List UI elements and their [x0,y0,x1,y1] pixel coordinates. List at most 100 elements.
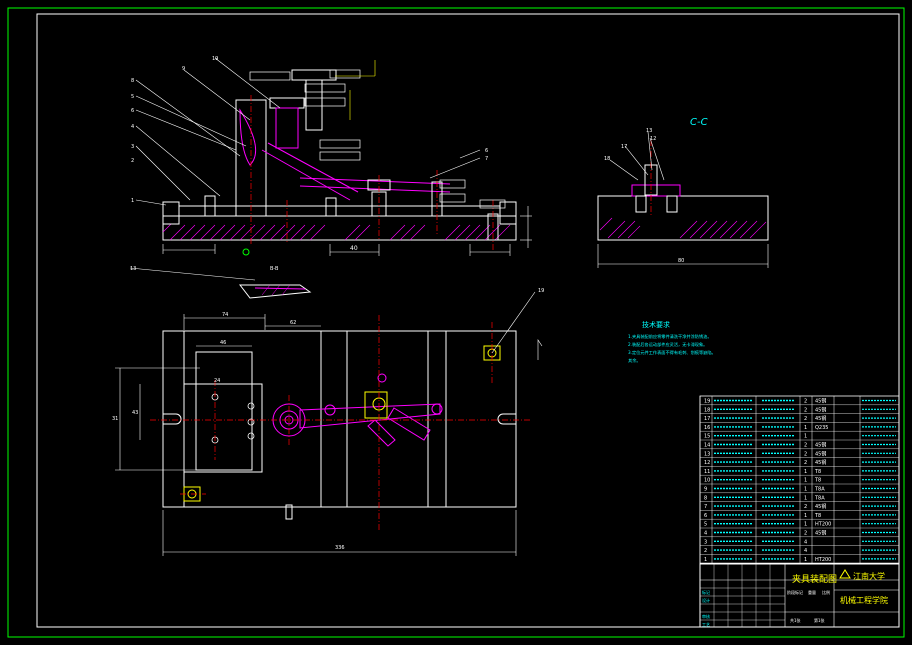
svg-text:17: 17 [621,144,627,150]
cc-section-view [597,131,769,268]
dim-d2: 62 [290,320,296,326]
bom-qty: 1 [804,495,807,501]
bom-material: T8A [814,487,825,493]
svg-text:阶段标记: 阶段标记 [787,589,803,595]
university-name: 江南大学 [853,571,885,581]
dim-d1: 74 [222,312,228,318]
bom-material: 45钢 [815,398,826,405]
bom-no: 13 [704,451,710,457]
bom-qty: 1 [804,557,807,563]
cc-balloon-labels: 18 17 13 12 [604,128,656,162]
technical-notes: 技术要求 1.夹具装配前应将零件清洗干净并涂防锈油。 2.装配后各运动部件应灵活… [628,320,716,364]
front-section-view: 40 [162,60,532,256]
svg-text:19: 19 [212,56,218,62]
bom-no: 8 [704,495,707,501]
bom-no: 3 [704,539,707,545]
bom-material: T8 [814,513,821,519]
bom-material: Q235 [815,425,828,431]
bom-row: 14 2 45钢 [704,442,896,449]
bom-no: 19 [704,399,710,405]
bom-row: 4 2 45钢 [704,530,896,537]
bom-material: 45钢 [815,459,826,466]
bom-material: HT200 [815,522,831,528]
bom-qty: 1 [804,522,807,528]
dim-d4: 24 [214,378,220,384]
bom-no: 17 [704,416,710,422]
bom-qty: 2 [804,531,807,537]
bom-qty: 2 [804,407,807,413]
bom-material: 45钢 [815,415,826,422]
svg-text:8: 8 [131,78,134,84]
svg-text:6: 6 [131,108,134,114]
svg-text:工艺: 工艺 [702,622,710,627]
bom-material: T8 [814,469,821,475]
detail-b-view [238,284,312,299]
svg-text:标记: 标记 [702,589,710,595]
plan-view: 336 74 62 46 24 31 43 19 [112,288,544,556]
school-name: 机械工程学院 [840,595,888,605]
bom-qty: 1 [804,434,807,440]
svg-text:共1张: 共1张 [790,617,801,623]
svg-text:9: 9 [182,66,185,72]
bom-qty: 4 [804,539,807,545]
university-logo-icon [839,569,851,579]
svg-text:12: 12 [650,136,656,142]
bom-no: 16 [704,425,710,431]
svg-text:13: 13 [130,266,136,272]
bom-qty: 2 [804,460,807,466]
svg-text:7: 7 [485,156,488,162]
svg-text:1: 1 [131,198,134,204]
drawing-name: 夹具装配图 [792,573,837,585]
bom-material: 45钢 [815,530,826,537]
bom-qty: 1 [804,469,807,475]
dim-d3: 46 [220,340,226,346]
bom-qty: 1 [804,487,807,493]
note-3: 3.定位元件工作表面不得有毛刺、划痕等缺陷。 [628,349,716,356]
svg-text:比例: 比例 [822,589,830,595]
bom-material: 45钢 [815,442,826,449]
bom-qty: 4 [804,548,807,554]
bom-qty: 2 [804,443,807,449]
bom-no: 14 [704,443,710,449]
bom-row: 1 1 HT200 [704,557,896,563]
section-b-label: B-B [270,266,279,272]
dim-d5: 31 [112,416,118,422]
notes-title: 技术要求 [642,320,670,329]
bom-material: T8A [814,495,825,501]
section-cc-label: C-C [690,117,708,128]
note-4: 其余。 [628,357,641,364]
bom-no: 4 [704,531,707,537]
bom-no: 11 [704,469,710,475]
dim-cc-width: 80 [678,258,684,264]
note-1: 1.夹具装配前应将零件清洗干净并涂防锈油。 [628,333,712,340]
svg-text:3: 3 [131,144,134,150]
title-block: 夹具装配图 江南大学 机械工程学院 标记 设计 审核 工艺 阶段标记 重量 比例… [699,563,900,628]
svg-text:第1张: 第1张 [814,617,825,623]
svg-text:4: 4 [131,124,134,130]
svg-text:2: 2 [131,158,134,164]
note-2: 2.装配后各运动部件应灵活，无卡滞现象。 [628,341,707,348]
bom-no: 7 [704,504,707,510]
bom-material: 45钢 [815,406,826,413]
svg-text:重量: 重量 [808,589,816,595]
bom-no: 18 [704,407,710,413]
bom-qty: 2 [804,451,807,457]
bom-material: T8 [814,478,821,484]
bom-material: HT200 [815,557,831,563]
bom-no: 15 [704,434,710,440]
bom-no: 1 [704,557,707,563]
dim-plan-width: 336 [335,545,345,551]
svg-text:6: 6 [485,148,488,154]
front-balloon-labels: 8 5 6 4 3 2 1 9 19 6 7 13 [130,56,488,272]
